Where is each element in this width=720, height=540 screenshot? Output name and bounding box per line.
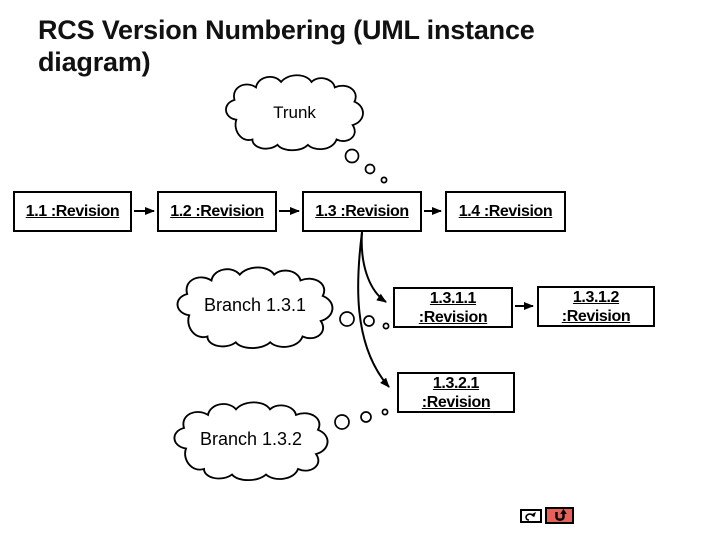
- revision-node-1-3: 1.3 :Revision: [302, 191, 422, 232]
- node-label-line2: :Revision: [418, 308, 488, 326]
- branch-1-3-2-cloud: [173, 401, 329, 482]
- node-label-line2: :Revision: [561, 307, 631, 325]
- arrow-1-3-to-1-3-1-1: [360, 231, 387, 303]
- trunk-cloud: [225, 74, 364, 152]
- node-label-line2: :Revision: [421, 393, 491, 411]
- revision-node-1-1: 1.1 :Revision: [13, 191, 132, 232]
- branch-1-3-1-cloud: [176, 266, 334, 350]
- node-label: 1.4 :Revision: [458, 203, 553, 220]
- node-label: 1.3 :Revision: [315, 203, 409, 220]
- trunk-bubble-trail: [344, 148, 388, 184]
- back-button[interactable]: [520, 509, 542, 523]
- curved-arrow-icon: [525, 512, 536, 521]
- node-label-line1: 1.3.1.1: [429, 289, 477, 307]
- node-label: 1.2 :Revision: [170, 203, 264, 220]
- node-label-line1: 1.3.1.2: [572, 288, 620, 306]
- slide-title: RCS Version Numbering (UML instance diag…: [38, 15, 535, 78]
- revision-node-1-2: 1.2 :Revision: [157, 191, 277, 232]
- u-turn-arrow-icon: [554, 509, 567, 521]
- branch-1-3-1-bubble-trail: [339, 311, 390, 330]
- revision-node-1-3-1-1: 1.3.1.1 :Revision: [393, 287, 513, 328]
- node-label: 1.1 :Revision: [25, 203, 120, 220]
- node-label-line1: 1.3.2.1: [432, 374, 480, 392]
- revision-node-1-4: 1.4 :Revision: [445, 191, 566, 232]
- arrow-1-3-to-1-3-2-1: [357, 231, 390, 388]
- revision-node-1-3-1-2: 1.3.1.2 :Revision: [537, 286, 655, 327]
- return-button[interactable]: [545, 507, 574, 524]
- branch-1-3-2-bubble-trail: [334, 408, 389, 430]
- revision-node-1-3-2-1: 1.3.2.1 :Revision: [397, 372, 515, 413]
